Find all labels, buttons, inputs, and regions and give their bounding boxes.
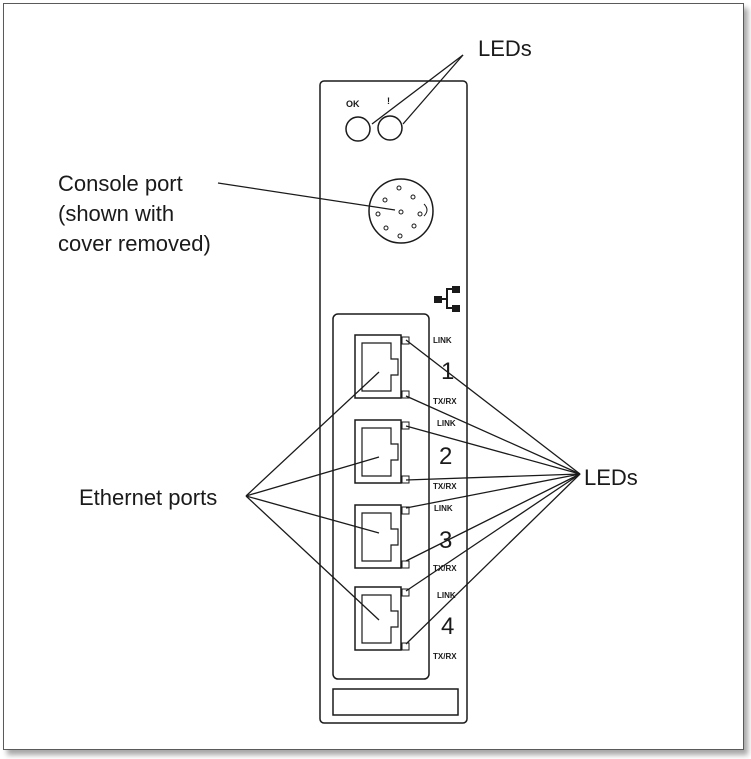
port-4-link-led	[401, 588, 410, 597]
ethernet-port-2	[354, 419, 402, 484]
console-port-callout-line3: cover removed)	[58, 231, 211, 256]
led-ok-label: OK	[346, 99, 360, 109]
console-port-callout-line1: Console port	[58, 171, 183, 196]
port-4-number: 4	[441, 613, 454, 640]
label-slot	[332, 688, 459, 716]
port-3-link-led	[401, 506, 410, 515]
led-ok	[345, 116, 371, 142]
callout-lines	[217, 54, 581, 645]
port-1-link-led	[401, 336, 410, 345]
port-1-txrx-label: TX/RX	[433, 397, 457, 406]
port-4-link-label: LINK	[437, 591, 456, 600]
led-fault	[377, 115, 403, 141]
port-label-group: LINK 1 TX/RX LINK 2 TX/RX LINK 3 TX/RX L…	[433, 336, 457, 661]
console-port-callout-line2: (shown with	[58, 201, 174, 226]
port-3-txrx-led	[401, 560, 410, 569]
port-4-txrx-label: TX/RX	[433, 652, 457, 661]
port-3-link-label: LINK	[434, 504, 453, 513]
console-port	[368, 178, 434, 244]
port-2-number: 2	[439, 443, 452, 470]
port-3-txrx-label: TX/RX	[433, 564, 457, 573]
port-2-link-led	[401, 421, 410, 430]
network-icon	[434, 286, 460, 312]
port-1-link-label: LINK	[433, 336, 452, 345]
port-2-link-label: LINK	[437, 419, 456, 428]
ethernet-ports-callout: Ethernet ports	[79, 485, 217, 510]
port-4-txrx-led	[401, 642, 410, 651]
leds-top-callout: LEDs	[478, 36, 532, 61]
leds-right-callout: LEDs	[584, 465, 638, 490]
led-fault-label: !	[387, 96, 390, 106]
port-1-txrx-led	[401, 390, 410, 399]
ethernet-port-3	[354, 504, 402, 569]
port-2-txrx-label: TX/RX	[433, 482, 457, 491]
